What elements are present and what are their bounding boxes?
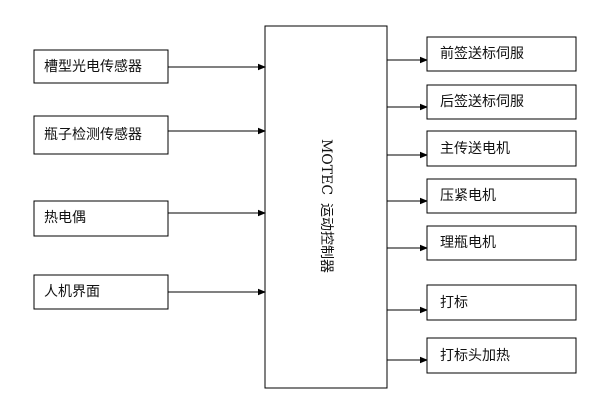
input-block-2: 热电偶 (33, 200, 266, 237)
output-label: 前签送标伺服 (440, 45, 524, 62)
input-box (33, 49, 169, 84)
input-block-1: 瓶子检测传感器 (33, 115, 266, 155)
controller-label-cjk: 运动控制器 (318, 203, 334, 273)
input-box (33, 115, 169, 155)
output-box (426, 130, 577, 167)
output-block-3: 压紧电机 (387, 178, 577, 214)
input-label: 人机界面 (44, 284, 100, 300)
controller-label-latin: MOTEC (318, 139, 334, 195)
output-block-1: 后签送标伺服 (387, 84, 577, 120)
output-box (426, 225, 577, 261)
output-box (426, 284, 577, 321)
output-label: 打标 (440, 294, 468, 311)
output-box (426, 84, 577, 120)
output-label: 主传送电机 (440, 141, 510, 157)
input-label: 热电偶 (44, 210, 86, 226)
output-label: 后签送标伺服 (440, 93, 524, 110)
controller-box (264, 25, 388, 389)
output-box (426, 178, 577, 214)
output-block-2: 主传送电机 (387, 130, 577, 167)
svg-text:MOTEC运动控制器: MOTEC 运动控制器 (318, 139, 334, 273)
output-label: 理瓶电机 (440, 235, 496, 251)
input-block-3: 人机界面 (33, 274, 266, 310)
output-block-0: 前签送标伺服 (387, 36, 577, 72)
input-label: 瓶子检测传感器 (44, 126, 142, 143)
input-block-0: 槽型光电传感器 (33, 49, 266, 84)
output-box (426, 36, 577, 72)
output-block-4: 理瓶电机 (387, 225, 577, 261)
output-label: 压紧电机 (440, 188, 496, 204)
output-label: 打标头加热 (440, 347, 510, 364)
output-box (426, 337, 577, 374)
output-block-6: 打标头加热 (387, 337, 577, 374)
controller-label: MOTEC 运动控制器 (318, 139, 334, 273)
input-label: 槽型光电传感器 (44, 58, 142, 75)
input-box (33, 200, 169, 237)
output-block-5: 打标 (387, 284, 577, 321)
input-box (33, 274, 169, 310)
